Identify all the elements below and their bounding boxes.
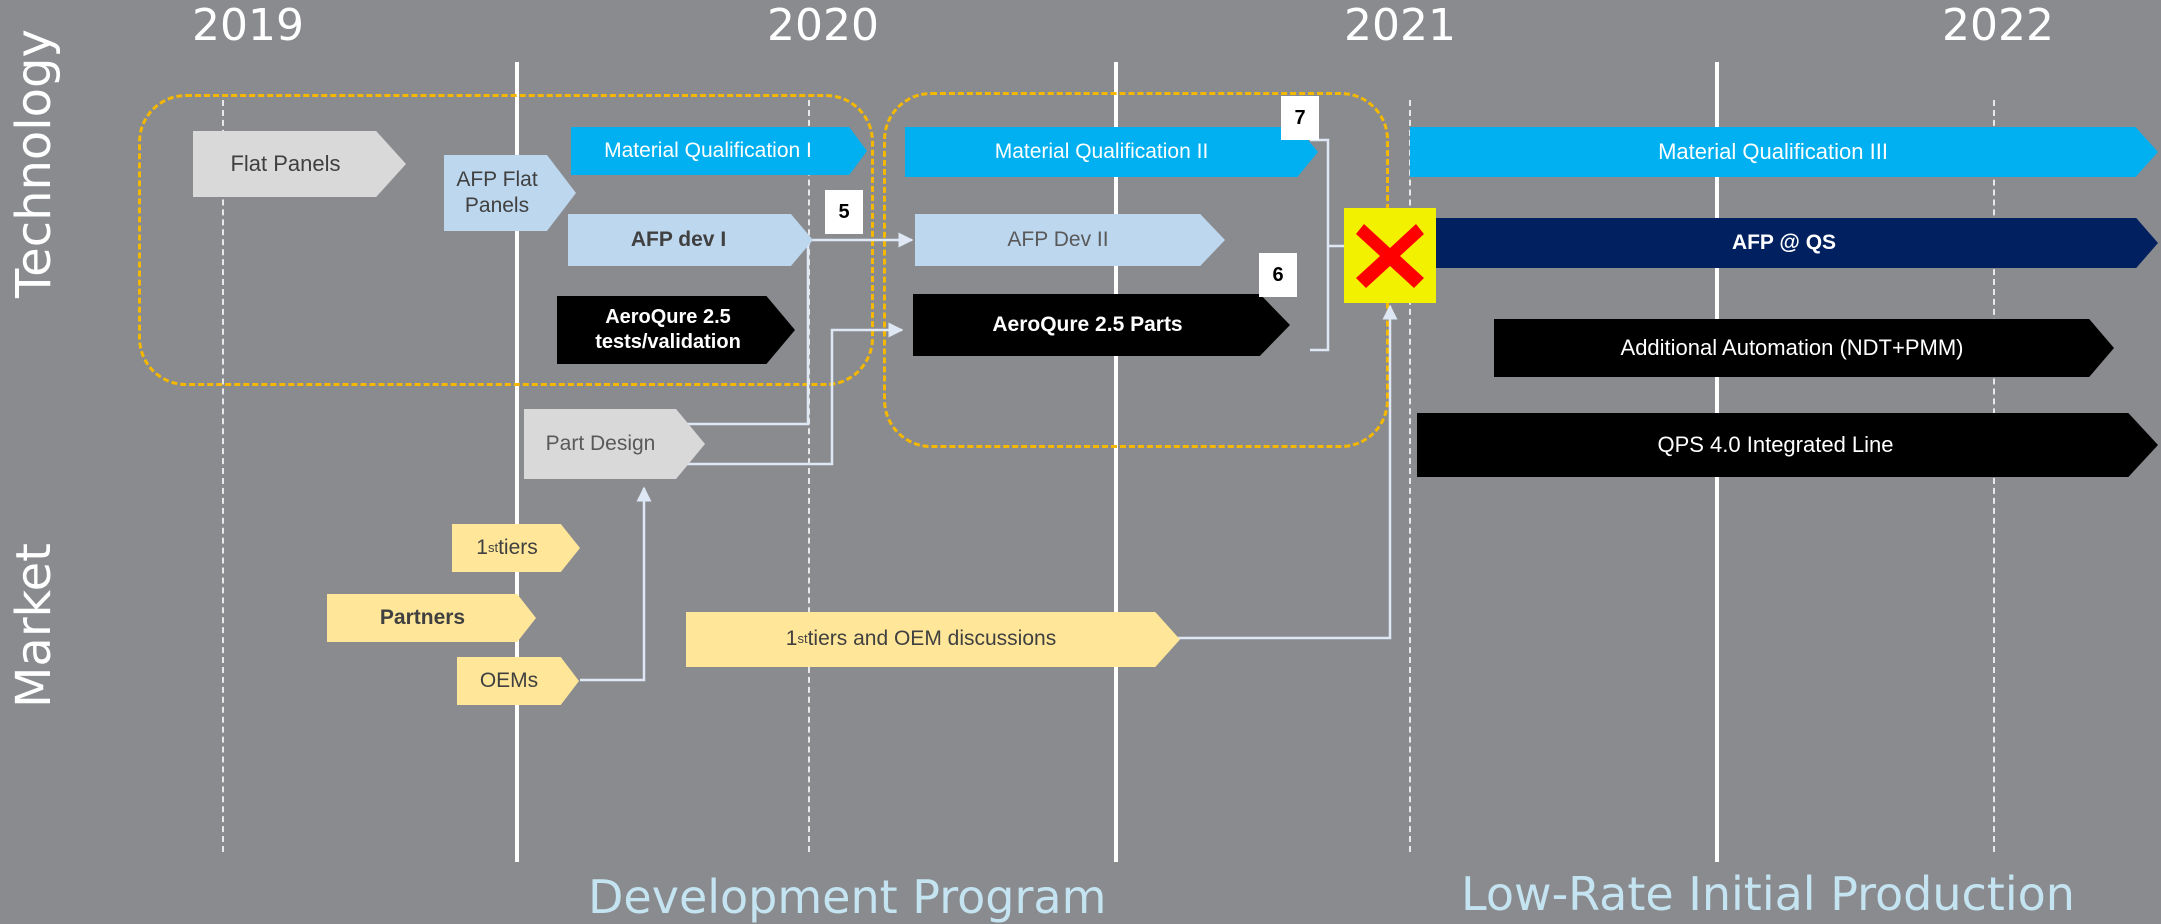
quarter-gridline — [1409, 100, 1411, 852]
material-qualification-3-bar: Material Qualification III — [1410, 127, 2158, 177]
afp-dev-1-bar: AFP dev I — [568, 214, 813, 266]
part-design-bar: Part Design — [524, 409, 705, 479]
low-rate-initial-production-label: Low-Rate Initial Production — [1461, 867, 2075, 921]
year-divider-2020-mid — [1114, 62, 1118, 862]
partners-bar: Partners — [327, 594, 536, 642]
material-qualification-1-bar: Material Qualification I — [571, 127, 867, 175]
quarter-gridline — [808, 100, 810, 852]
year-2021: 2021 — [1344, 0, 1456, 51]
milestone-7-marker: 7 — [1281, 96, 1319, 140]
afp-flat-panels-bar: AFP Flat Panels — [444, 155, 576, 231]
material-qualification-2-bar: Material Qualification II — [905, 127, 1318, 177]
milestone-5-marker: 5 — [825, 190, 863, 234]
flat-panels-bar: Flat Panels — [193, 131, 406, 197]
afp-at-qs-bar: AFP @ QS — [1432, 218, 2158, 268]
decision-milestone — [1344, 208, 1436, 303]
year-divider-2020 — [515, 62, 519, 862]
year-2019: 2019 — [192, 0, 304, 51]
development-program-label: Development Program — [588, 870, 1107, 924]
qps-integrated-line-bar: QPS 4.0 Integrated Line — [1417, 413, 2158, 477]
afp-dev-2-bar: AFP Dev II — [915, 214, 1225, 266]
milestone-6-marker: 6 — [1259, 253, 1297, 297]
additional-automation-bar: Additional Automation (NDT+PMM) — [1494, 319, 2114, 377]
year-2022: 2022 — [1942, 0, 2054, 51]
aeroqure-parts-bar: AeroQure 2.5 Parts — [913, 294, 1290, 356]
year-2020: 2020 — [767, 0, 879, 51]
oems-bar: OEMs — [457, 657, 579, 705]
red-x-icon — [1356, 224, 1424, 288]
aeroqure-tests-bar: AeroQure 2.5 tests/validation — [557, 296, 795, 364]
quarter-gridline — [222, 100, 224, 852]
